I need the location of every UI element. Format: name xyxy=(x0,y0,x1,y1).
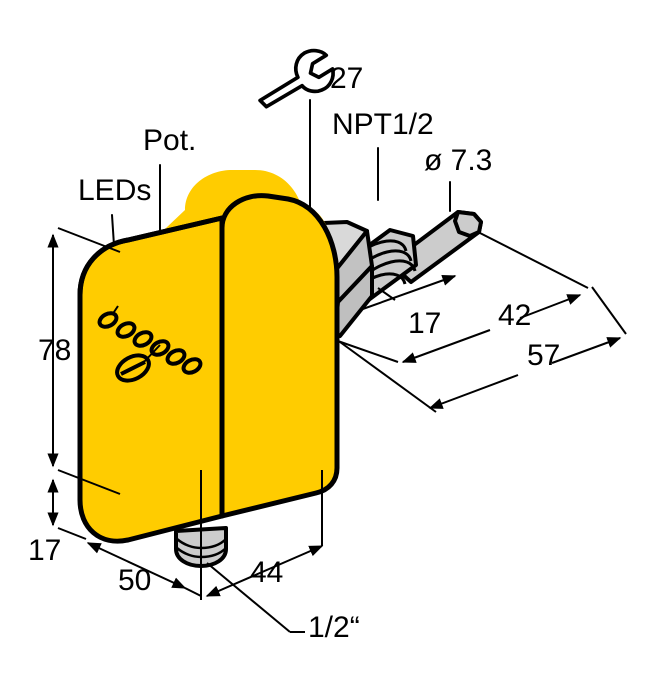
callout-npt-thread: NPT1/2 xyxy=(332,108,434,141)
led-indicator-row xyxy=(97,311,203,375)
dimline-50 xyxy=(86,542,187,589)
led-2 xyxy=(115,321,137,339)
dimline-57-left xyxy=(428,374,519,409)
led-3 xyxy=(132,330,154,348)
probe-end-cap xyxy=(453,210,483,238)
extline-50-right xyxy=(184,587,202,597)
extline-42-top xyxy=(477,231,589,289)
extline-57-left xyxy=(339,341,437,413)
leader-leds-hook xyxy=(111,305,119,316)
dimension-lines xyxy=(47,227,627,633)
led-6 xyxy=(181,357,203,375)
extline-57-right xyxy=(591,286,627,335)
extline-17-thread-right xyxy=(377,287,396,301)
dim-width-50: 50 xyxy=(118,564,151,597)
yellow-sensor-housing xyxy=(77,170,340,544)
dimline-17-thread xyxy=(359,274,457,311)
led-1 xyxy=(97,311,119,329)
dimline-42-right xyxy=(519,294,582,319)
callout-wrench-size: 27 xyxy=(330,62,363,95)
callout-bottom-thread: 1/2“ xyxy=(308,611,360,644)
led-5 xyxy=(165,348,187,366)
callout-leds: LEDs xyxy=(78,174,151,207)
extline-78-bottom xyxy=(57,469,121,495)
dim-probe-42: 42 xyxy=(498,299,531,332)
extline-17-bottom xyxy=(57,527,87,540)
dim-depth-17: 17 xyxy=(28,534,61,567)
dim-height-78: 78 xyxy=(38,334,71,367)
leader-bottom-thread xyxy=(206,562,291,633)
extline-17-thread-left xyxy=(334,339,399,363)
housing-right-body xyxy=(219,193,340,519)
dimline-44 xyxy=(205,545,324,597)
pot-screw-slot xyxy=(120,360,146,376)
dim-depth-44: 44 xyxy=(250,556,283,589)
housing-top-edge xyxy=(77,215,225,298)
dim-total-57: 57 xyxy=(527,339,560,372)
dimline-57-right xyxy=(551,337,622,364)
wrench-glyph xyxy=(258,48,335,109)
leader-pot-hook xyxy=(142,344,161,364)
dim-thread-17: 17 xyxy=(408,307,441,340)
callout-diameter: ø 7.3 xyxy=(424,144,492,177)
wrench-icon xyxy=(258,48,335,109)
slotted-adjustment-screw xyxy=(115,353,151,383)
dimline-42-left xyxy=(401,329,491,363)
callout-pot: Pot. xyxy=(143,124,196,157)
extline-78-top xyxy=(57,227,121,253)
text-labels: LEDs Pot. 27 NPT1/2 ø 7.3 1/2“ 78 17 50 … xyxy=(28,62,560,644)
